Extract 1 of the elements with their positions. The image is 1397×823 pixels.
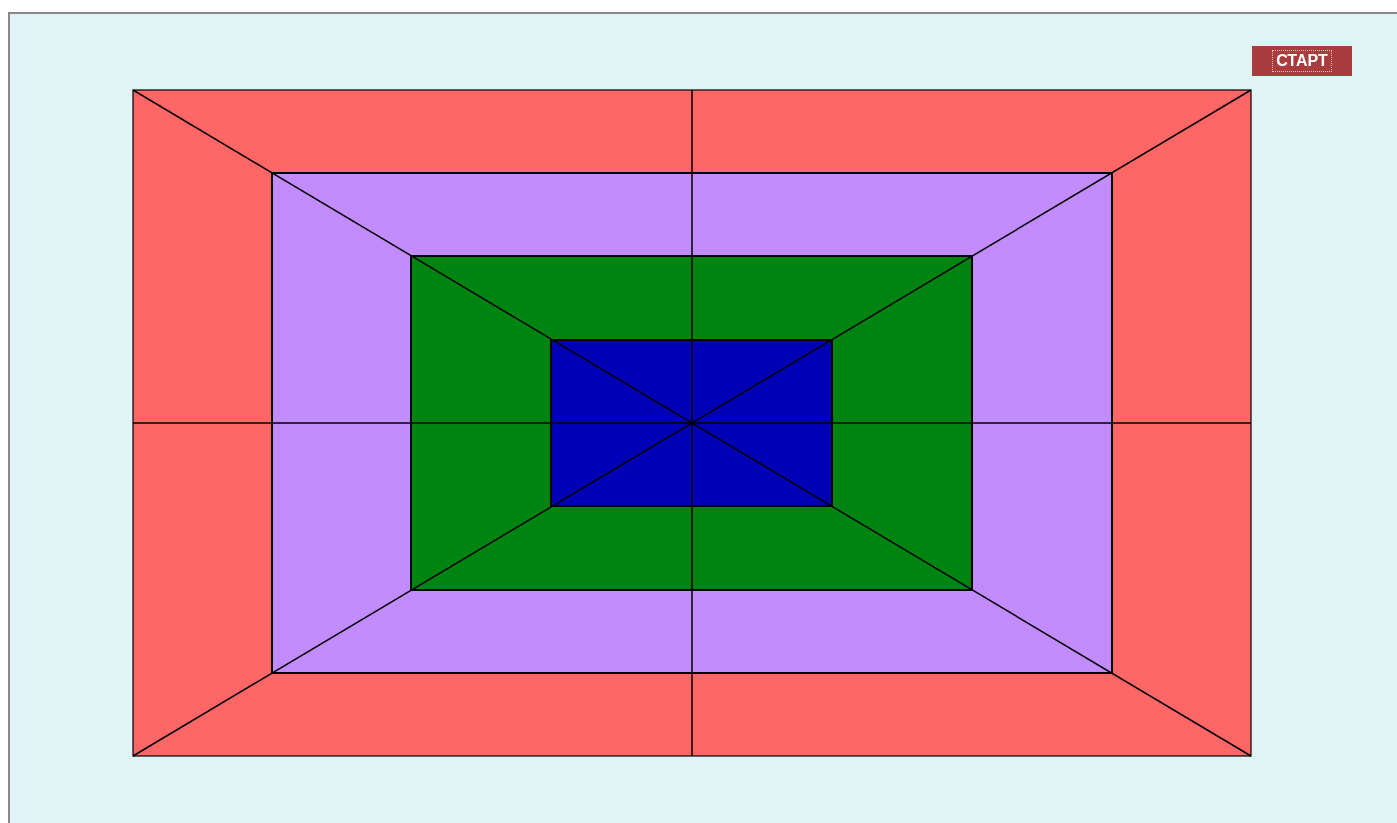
start-button: СТАРТ — [1252, 46, 1352, 76]
